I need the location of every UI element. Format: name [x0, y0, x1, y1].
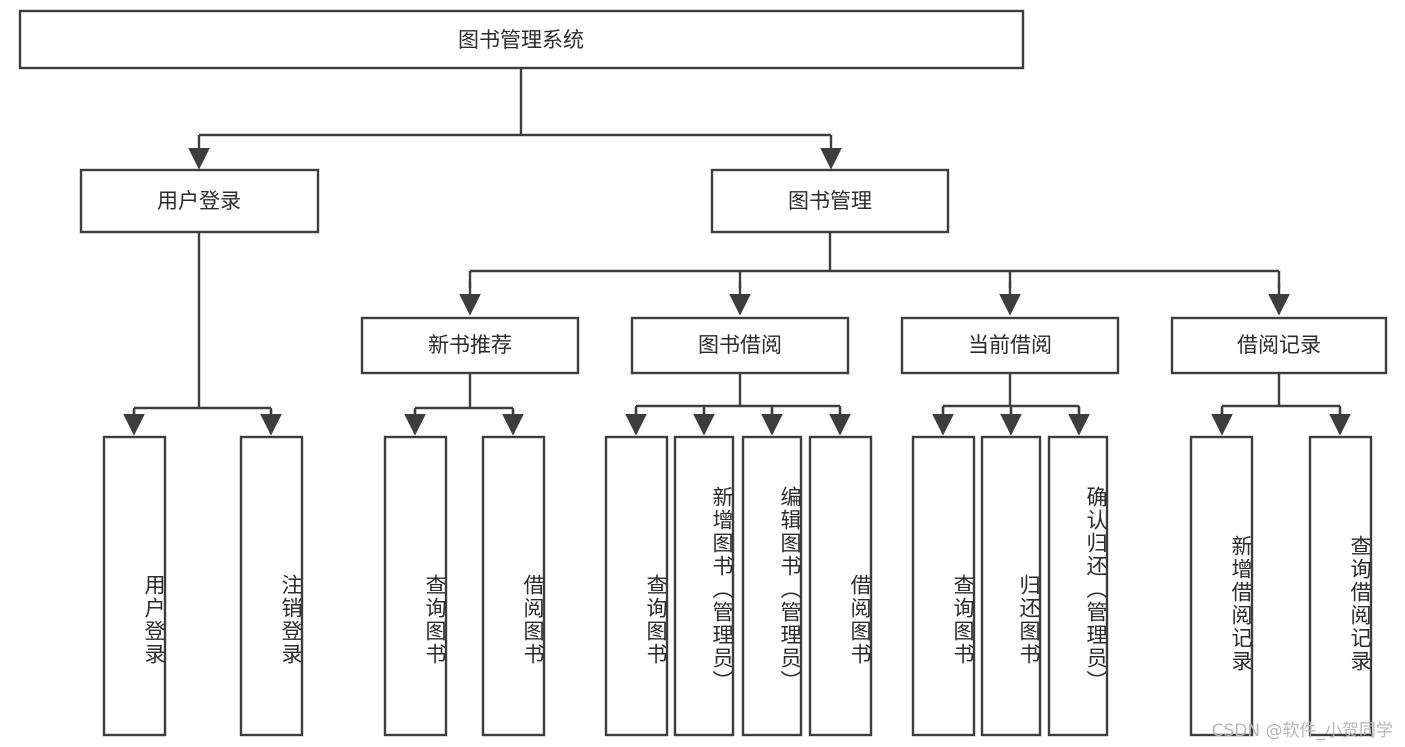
leaf-box-borrow-book[interactable]: [808, 435, 873, 737]
leaf-box-add-borrow-record[interactable]: [1189, 435, 1254, 737]
leaf-box-add-book-admin[interactable]: [673, 435, 735, 737]
watermark-text: CSDN @软件_小贺同学: [1211, 721, 1393, 741]
connector-user-login-bus: [132, 232, 273, 418]
node-borrow-record-label: 借阅记录: [1237, 333, 1321, 357]
leaf-box-borrow-book-rec[interactable]: [481, 435, 546, 737]
connector-book-mgmt-bus: [468, 232, 1281, 288]
node-borrow-record-box[interactable]: [1170, 316, 1388, 375]
leaf-box-query-book-rec[interactable]: [383, 435, 448, 737]
leaf-box-user-login[interactable]: [102, 435, 167, 737]
leaf-box-query-book-borrow[interactable]: [604, 435, 669, 737]
node-current-borrow-label: 当前借阅: [968, 333, 1052, 357]
node-book-borrow-label: 图书借阅: [698, 333, 782, 357]
node-current-borrow-box[interactable]: [900, 316, 1120, 375]
node-user-login-box[interactable]: [79, 168, 320, 234]
connector-new-book-bus: [413, 373, 515, 418]
node-book-borrow-box[interactable]: [630, 316, 850, 375]
leaf-box-confirm-return-admin[interactable]: [1047, 435, 1109, 737]
node-book-management-box[interactable]: [710, 168, 950, 234]
node-user-login-label: 用户登录: [157, 189, 241, 213]
leaf-box-return-book[interactable]: [980, 435, 1042, 737]
node-root-label: 图书管理系统: [458, 28, 584, 52]
connector-root-bus: [197, 68, 833, 156]
leaf-box-edit-book-admin[interactable]: [741, 435, 803, 737]
node-book-management-label: 图书管理: [788, 189, 872, 213]
connector-book-borrow-bus: [634, 373, 842, 416]
leaf-box-logout[interactable]: [239, 435, 304, 737]
connector-borrow-record-bus: [1220, 373, 1342, 416]
leaf-box-query-book-current[interactable]: [911, 435, 976, 737]
node-new-book-recommend-box[interactable]: [360, 316, 580, 375]
leaf-box-query-borrow-record[interactable]: [1308, 435, 1373, 737]
node-root-box[interactable]: [18, 9, 1025, 70]
node-new-book-recommend-label: 新书推荐: [428, 333, 512, 357]
